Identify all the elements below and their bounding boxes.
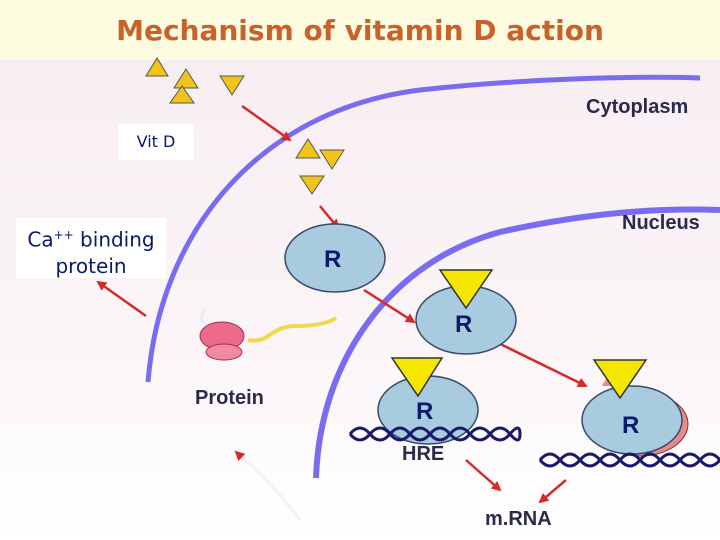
vitamin-d-triangle [169, 85, 195, 104]
arrow-receptor-complex [363, 288, 416, 324]
arrow-transcription-right [538, 479, 567, 504]
slide-title: Mechanism of vitamin D action [116, 14, 604, 47]
hre-label: HRE [402, 443, 445, 465]
ca-binding-line2: protein [55, 253, 127, 278]
cytoplasm-label: Cytoplasm [586, 96, 689, 118]
vitamin-d-triangle [319, 149, 345, 170]
translation-arrow [234, 450, 302, 521]
vitamin-d-triangle [219, 75, 245, 96]
vitamin-d-triangle [173, 68, 199, 89]
vitamin-d-label: Vit D [118, 124, 194, 160]
receptor-unbound [284, 223, 386, 293]
ca-binding-line1: Ca++ binding [27, 227, 155, 252]
protein-label: Protein [195, 387, 264, 409]
arrow-into-cell [241, 104, 292, 142]
cell-membrane [145, 74, 701, 383]
receptor-label: R [455, 311, 473, 338]
mrna-label: m.RNA [485, 508, 552, 530]
ribosome-small [205, 343, 243, 361]
arrow-to-dna [487, 336, 588, 388]
receptor-label: R [324, 246, 342, 273]
dna-helix-right [538, 452, 720, 468]
receptor-label: R [622, 412, 640, 439]
nuclear-membrane [313, 206, 720, 479]
arrow-transcription-left [465, 459, 502, 492]
nucleus-label: Nucleus [622, 212, 700, 234]
vitamin-d-triangle [438, 269, 494, 310]
vitamin-d-triangle [390, 357, 444, 398]
vitamin-d-triangle [592, 359, 648, 400]
dna-helix-left [348, 426, 522, 442]
receptor-label: R [416, 398, 434, 425]
nascent-chain [200, 309, 213, 326]
title-bar: Mechanism of vitamin D action [0, 0, 720, 60]
ca-binding-protein-label: Ca++ binding protein [16, 218, 166, 278]
vitamin-d-triangle [145, 57, 169, 77]
vitamin-d-triangle [299, 175, 325, 195]
protein-strand [247, 316, 338, 343]
arrow-to-ca-binding-protein [96, 280, 147, 318]
vitamin-d-triangle [295, 138, 321, 159]
